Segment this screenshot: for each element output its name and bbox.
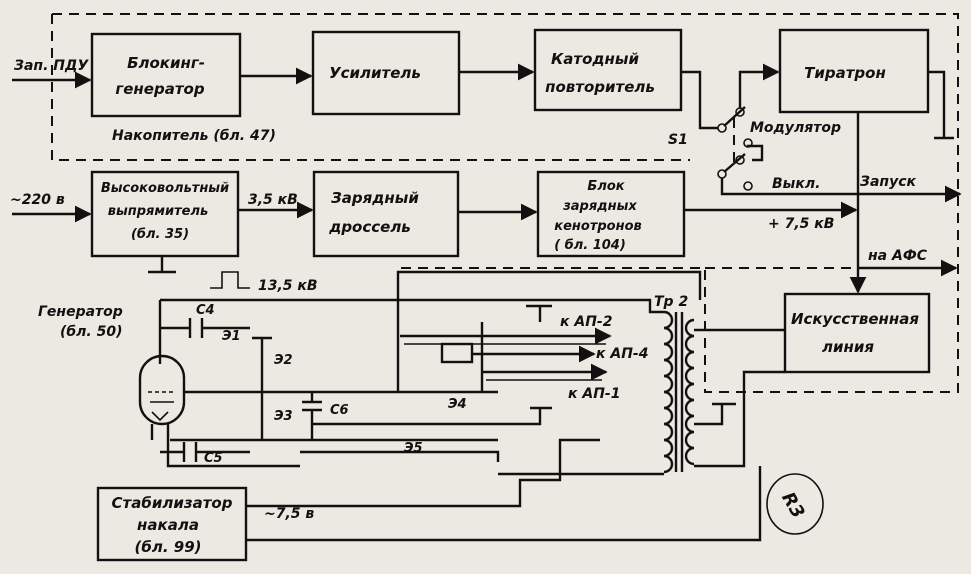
transformer-tr2 (663, 310, 695, 474)
wire-e5 (300, 450, 500, 462)
wire-ap-ground (526, 304, 552, 322)
block-storage-kenotrons: Блок зарядных кенотронов ( бл. 104) (536, 170, 686, 258)
svg-text:Блок: Блок (587, 179, 625, 194)
vacuum-tube (138, 354, 186, 426)
label-7-5kv: + 7,5 кВ (768, 216, 834, 232)
label-zap-pdu: Зап. ПДУ (14, 58, 89, 74)
wire-primary-top (550, 298, 664, 314)
wire-switch-to-thyratron (738, 63, 780, 108)
label-3-5kv: 3,5 кВ (248, 192, 298, 208)
wire-tr2-ground (694, 402, 736, 426)
svg-text:R3: R3 (777, 489, 808, 522)
label-e2: Э2 (274, 353, 293, 368)
label-nakopitel: Накопитель (бл. 47) (112, 128, 276, 144)
svg-text:( бл. 104): ( бл. 104) (554, 238, 626, 253)
label-ap2: к АП-2 (560, 314, 612, 330)
capacitor-c4 (188, 318, 204, 338)
svg-text:генератор: генератор (115, 80, 204, 98)
label-c5: С5 (204, 451, 223, 466)
wire-tr2-secondary-out (694, 370, 785, 468)
label-s1: S1 (668, 132, 688, 148)
svg-text:Тиратрон: Тиратрон (804, 64, 886, 82)
block-cathode-follower: Катодный повторитель (533, 28, 683, 112)
label-ap1: к АП-1 (568, 386, 620, 402)
label-generator: Генератор (38, 304, 123, 320)
block-blocking-generator: Блокинг- генератор (90, 32, 242, 118)
svg-text:Блокинг-: Блокинг- (127, 54, 205, 72)
label-generator-block: (бл. 50) (60, 324, 123, 340)
capacitor-c6 (302, 392, 322, 440)
wire-13kv-bus (396, 270, 702, 392)
svg-text:Катодный: Катодный (551, 50, 639, 68)
svg-text:дроссель: дроссель (328, 218, 411, 236)
svg-text:Усилитель: Усилитель (329, 64, 421, 82)
label-e3: Э3 (274, 409, 293, 424)
block-filament-stabilizer: Стабилизатор накала (бл. 99) (96, 486, 248, 562)
label-13-5kv: 13,5 кВ (258, 278, 318, 294)
svg-text:повторитель: повторитель (545, 78, 655, 96)
label-e4: Э4 (448, 397, 467, 412)
svg-text:зарядных: зарядных (562, 199, 637, 214)
wire-stab-to-tr (246, 438, 600, 508)
svg-text:накала: накала (137, 516, 199, 534)
svg-text:Искусственная: Искусственная (791, 310, 919, 328)
svg-text:Зарядный: Зарядный (331, 189, 419, 207)
svg-text:Стабилизатор: Стабилизатор (112, 494, 233, 512)
label-c6: С6 (330, 403, 349, 418)
wire-tube-bottom-2 (150, 424, 300, 468)
wire-stab-to-tr-2 (246, 466, 762, 542)
label-c4: С4 (196, 303, 215, 318)
wire-e4-bus (312, 408, 542, 426)
svg-text:выпрямитель: выпрямитель (108, 204, 208, 219)
label-modulator: Модулятор (750, 120, 841, 136)
label-7-5v: ~7,5 в (264, 506, 314, 522)
svg-text:линия: линия (822, 338, 874, 356)
block-thyratron: Тиратрон (778, 28, 930, 114)
label-e5: Э5 (404, 441, 423, 456)
rectifier-ground (148, 256, 176, 274)
thyratron-ground (928, 70, 954, 140)
svg-text:(бл. 35): (бл. 35) (131, 227, 189, 242)
svg-text:(бл. 99): (бл. 99) (135, 538, 202, 556)
electrode-e2 (252, 336, 272, 440)
wire-zapusk-output (720, 178, 962, 203)
capacitor-c5 (182, 442, 198, 462)
label-ap4: к АП-4 (596, 346, 648, 362)
block-amplifier: Усилитель (311, 30, 461, 116)
pulse-symbol (210, 271, 250, 289)
page-stamp: R3 (766, 473, 824, 535)
block-hv-rectifier: Высоковольтный выпрямитель (бл. 35) (90, 170, 240, 258)
wire-generator-top-bus (158, 298, 550, 364)
label-na-afs: на АФС (868, 248, 928, 264)
svg-text:кенотронов: кенотронов (554, 219, 641, 234)
svg-text:Высоковольтный: Высоковольтный (101, 181, 229, 196)
block-charging-choke: Зарядный дроссель (312, 170, 460, 258)
label-zapusk: Запуск (860, 174, 916, 190)
label-e1: Э1 (222, 329, 241, 344)
label-vykl: Выкл. (772, 176, 820, 192)
label-220v: ~220 в (10, 192, 65, 208)
block-artificial-line: Искусственная линия (783, 292, 931, 374)
wire-follower-to-switch (681, 70, 718, 130)
resistor-ap4 (440, 342, 474, 364)
label-tr2: Тр 2 (654, 294, 688, 310)
